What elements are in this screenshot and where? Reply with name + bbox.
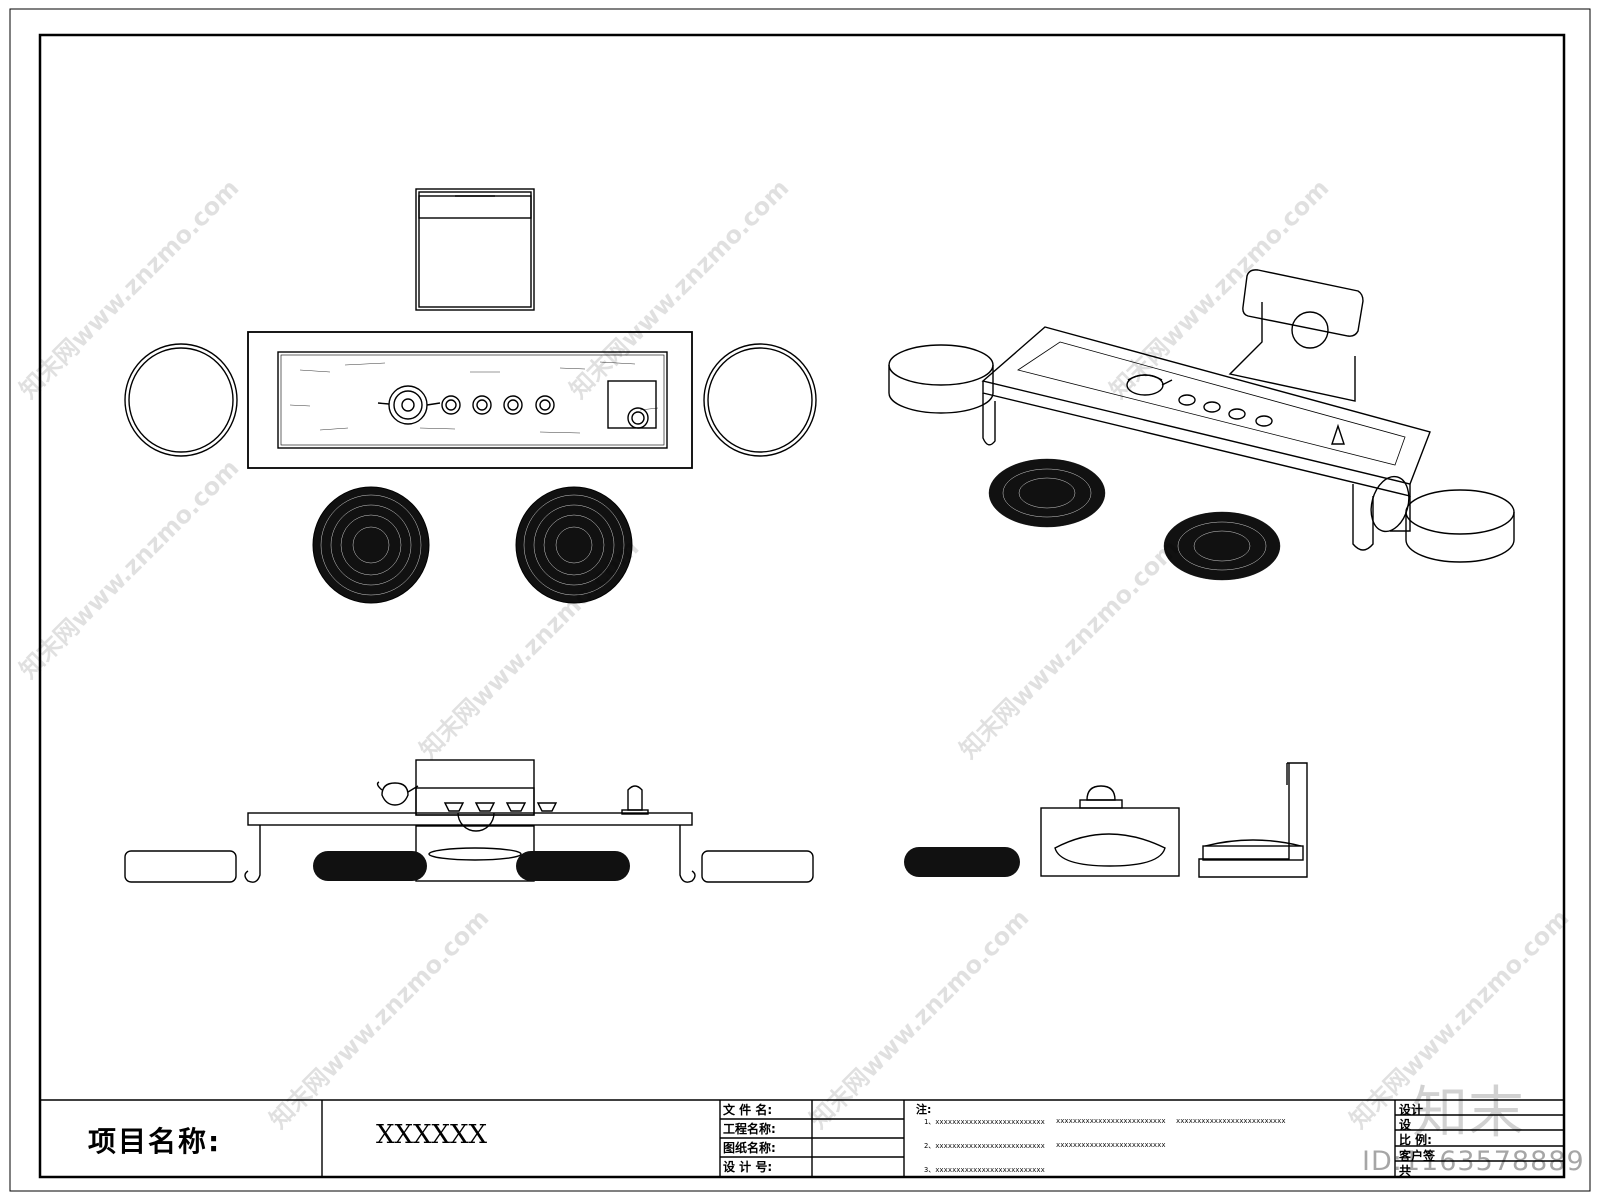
notes-title: 注: [916,1103,932,1116]
woven-pouf-side [904,847,1020,877]
design-number-label: 设 计 号: [723,1160,773,1174]
note-2a: 2、xxxxxxxxxxxxxxxxxxxxxxxxxx [924,1142,1045,1150]
inner-border [38,33,1566,1179]
project-name-label: 项目名称: [88,1125,222,1158]
perspective-view [888,269,1515,563]
drawing-name-label: 图纸名称: [723,1141,776,1155]
watermark-logo: 知末 [1412,1081,1524,1146]
file-name-label: 文 件 名: [723,1103,773,1117]
note-3: 3、xxxxxxxxxxxxxxxxxxxxxxxxxx [924,1166,1045,1174]
front-elevation [124,759,814,883]
sign-design-label: 设计 [1399,1103,1424,1117]
woven-pouf-perspective-right [1163,511,1281,581]
note-2b: xxxxxxxxxxxxxxxxxxxxxxxxxx [1056,1141,1166,1149]
side-elevation [1040,762,1308,878]
scale-label: 比 例: [1399,1133,1432,1147]
woven-pouf-front-left [313,851,427,881]
woven-pouf-plan-right [515,486,633,604]
woven-pouf-front-right [516,851,630,881]
title-block-frame [40,1099,1564,1177]
watermark-id: ID:1163578889 [1362,1146,1585,1177]
note-1b: xxxxxxxxxxxxxxxxxxxxxxxxxx [1056,1117,1166,1125]
total-pages-label: 共 [1399,1164,1412,1178]
woven-pouf-perspective-left [988,458,1106,528]
sign-designer-label: 设 [1399,1118,1412,1132]
project-title-label: 工程名称: [723,1122,776,1136]
project-name-value: XXXXXX [376,1120,488,1150]
woven-pouf-plan-left [312,486,430,604]
client-sign-label: 客户签 [1399,1149,1436,1163]
note-1a: 1、xxxxxxxxxxxxxxxxxxxxxxxxxx [924,1118,1045,1126]
note-1c: xxxxxxxxxxxxxxxxxxxxxxxxxx [1176,1117,1286,1125]
outer-border [9,8,1591,1192]
plan-view [124,188,817,469]
